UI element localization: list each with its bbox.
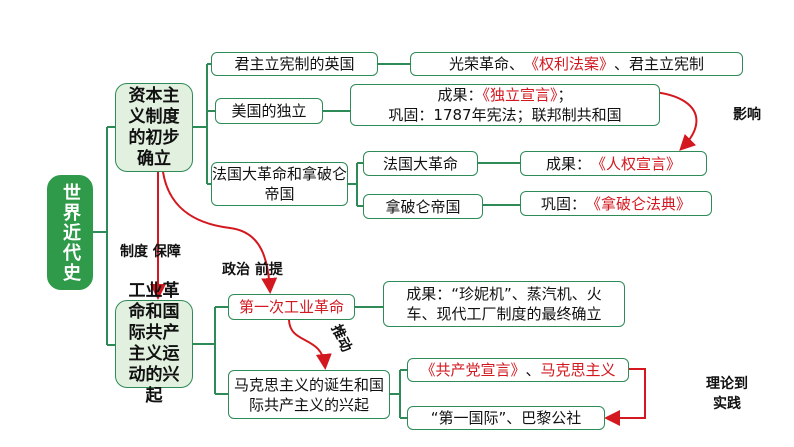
napoleonic-code: 《拿破仑法典》 (586, 194, 692, 213)
root-connector (93, 126, 115, 346)
text: 、君主立宪制 (614, 55, 705, 73)
text: ； (557, 86, 573, 104)
text: 成果： (437, 86, 483, 104)
text: 巩固： (540, 194, 586, 213)
branch2-node: 工业革命和国际共产主义运动的兴起 (115, 281, 193, 406)
rights-detail: 成果：《人权宣言》 (520, 151, 707, 176)
code-detail: 巩固：《拿破仑法典》 (520, 191, 712, 216)
branch1-node: 资本主义制度的初步确立 (115, 83, 193, 172)
industrial-revolution-node: 第一次工业革命 (228, 294, 355, 320)
marxism: 马克思主义 (540, 361, 616, 379)
politics-arrow (162, 171, 278, 294)
france-node: 法国大革命和拿破仑帝国 (211, 162, 348, 206)
text: 、 (525, 361, 541, 379)
push-arrow (288, 319, 332, 370)
declaration: 《独立宣言》 (482, 86, 558, 104)
marxism-node: 马克思主义的诞生和国际共产主义的兴起 (228, 370, 390, 419)
theory-arrow (604, 368, 646, 426)
branch1-connector (193, 63, 215, 185)
text: 光荣革命、 (448, 55, 524, 73)
root-node: 世界近代史 (47, 175, 93, 290)
usa-detail: 成果：《独立宣言》；巩固：1787年宪法；联邦制共和国 (350, 84, 660, 126)
theory-practice-label: 理论到实践 (706, 376, 748, 412)
napoleon-node: 拿破仑帝国 (363, 194, 483, 219)
usa-node: 美国的独立 (215, 98, 323, 124)
manifesto: 《共产党宣言》 (420, 361, 526, 379)
manifesto-node: 《共产党宣言》、马克思主义 (407, 358, 629, 382)
bill-of-rights: 《权利法案》 (523, 55, 614, 73)
rights-declaration: 《人权宣言》 (591, 154, 682, 173)
britain-detail: 光荣革命、《权利法案》、君主立宪制 (410, 52, 743, 76)
french-revolution-node: 法国大革命 (363, 151, 478, 176)
britain-node: 君主立宪制的英国 (211, 52, 378, 76)
first-international-node: “第一国际”、巴黎公社 (407, 406, 605, 430)
text: 成果： (545, 154, 591, 173)
usa-line1: 成果：《独立宣言》； (437, 85, 572, 105)
influence-label: 影响 (733, 107, 761, 123)
system-guarantee-label: 制度 保障 (120, 244, 181, 260)
branch2-connector (193, 306, 228, 395)
usa-line2: 巩固：1787年宪法；联邦制共和国 (388, 106, 622, 124)
political-premise-label: 政治 前提 (222, 262, 283, 278)
ir-detail: 成果：“珍妮机”、蒸汽机、火车、现代工厂制度的最终确立 (383, 281, 625, 327)
